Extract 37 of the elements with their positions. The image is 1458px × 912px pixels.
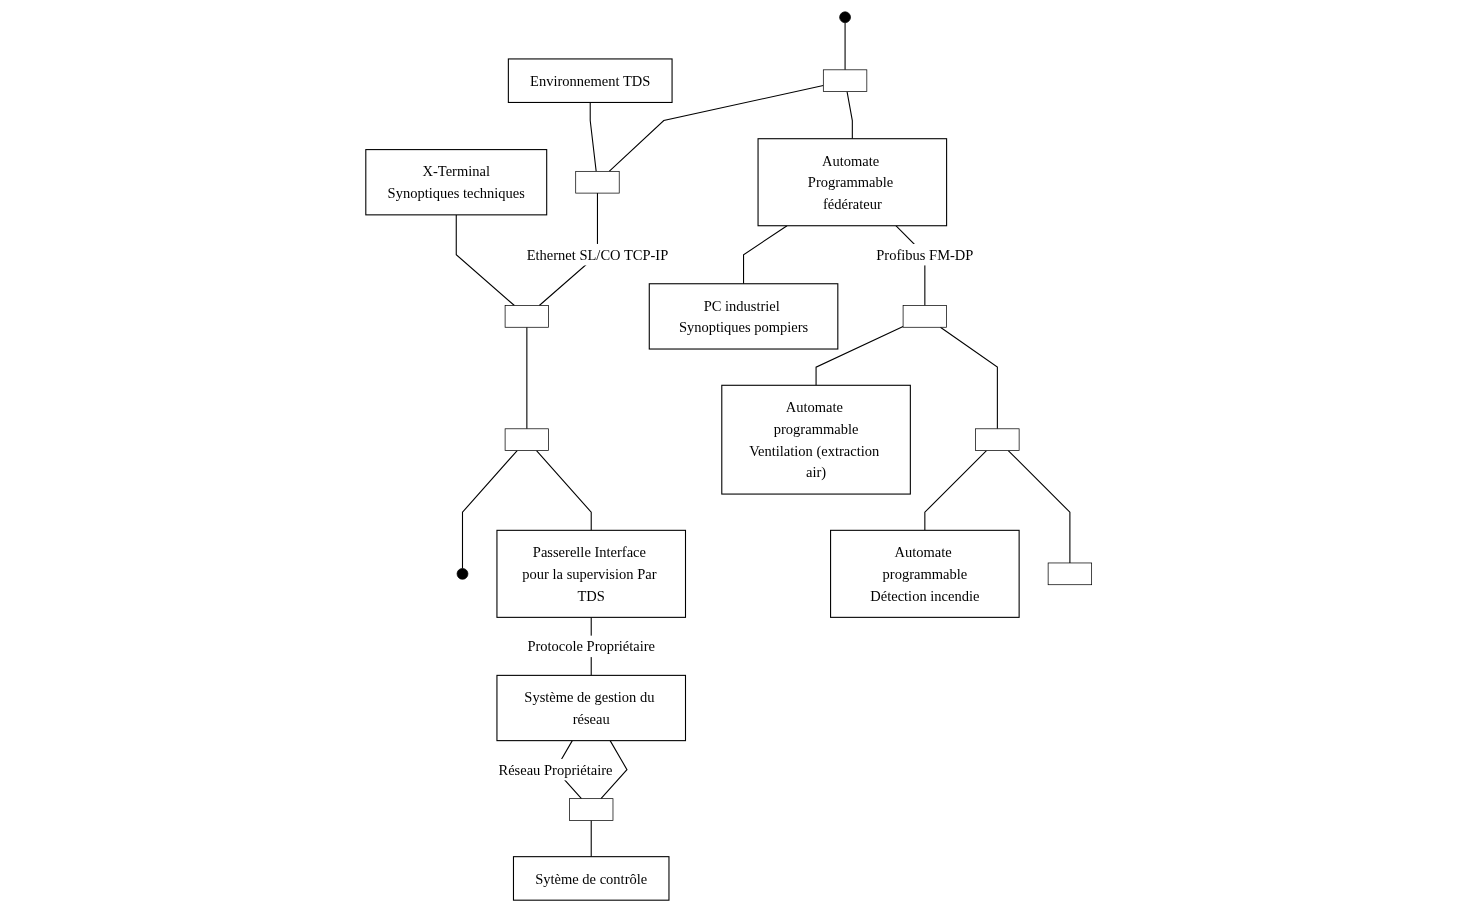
node-box: Automate Programmable fédérateur (757, 138, 948, 227)
node-box: Automate programmable Ventilation (extraction air) (721, 384, 912, 495)
node-box (505, 428, 550, 451)
node-box (569, 798, 614, 821)
connector (526, 326, 528, 430)
connector (924, 450, 988, 531)
node-box: Système de gestion du réseau (496, 674, 687, 742)
node-box (823, 69, 868, 92)
connector (589, 101, 597, 172)
node-box (975, 428, 1020, 451)
node-box: Passerelle Interface pour la supervision Par TDS (496, 529, 687, 618)
node-box: X-Terminal Synoptiques techniques (365, 149, 548, 216)
node-circle (839, 11, 852, 24)
connector (815, 326, 904, 386)
edge-label: Protocole Propriétaire (527, 638, 656, 655)
edge-label: Ethernet SL/CO TCP-IP (526, 246, 669, 263)
connector (536, 450, 593, 531)
connector (940, 326, 999, 430)
connector (462, 450, 518, 569)
node-box (575, 171, 620, 194)
node-box: Sytème de contrôle (513, 856, 670, 901)
connector (455, 214, 516, 307)
connector (608, 84, 825, 172)
edge-label: Profibus FM-DP (876, 246, 974, 263)
connector (844, 22, 846, 71)
edge-label: Réseau Propriétaire (498, 761, 613, 778)
node-box (505, 305, 550, 328)
node-box: Environnement TDS (508, 58, 673, 103)
connector (743, 225, 788, 285)
connector (590, 819, 593, 858)
node-box (1048, 562, 1093, 586)
node-circle (456, 568, 469, 580)
node-box: Automate programmable Détection incendie (830, 529, 1020, 618)
connector (846, 91, 854, 140)
node-box: PC industriel Synoptiques pompiers (649, 283, 839, 350)
connector (1007, 450, 1071, 564)
node-box (903, 305, 948, 328)
